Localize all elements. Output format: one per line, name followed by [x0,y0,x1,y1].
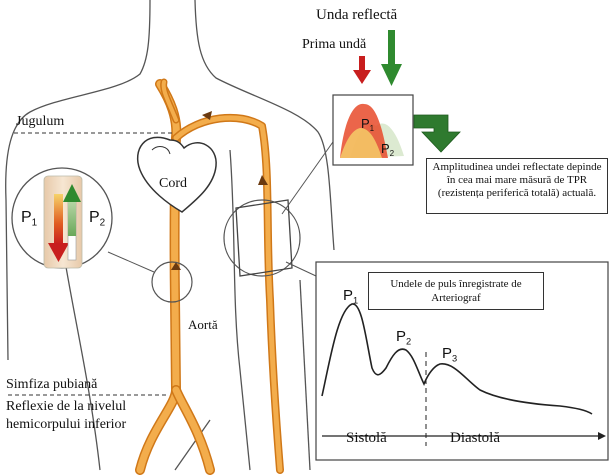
first-wave-label: Prima undă [302,38,366,52]
reflection-label-line1: Reflexie de la nivelul [6,400,126,414]
reflected-wave-arrow [381,30,402,86]
jugulum-label: Jugulum [16,115,64,129]
inset-p1-label: P1 [21,210,37,228]
aorta-label: Aortă [188,318,218,331]
inset-p2-label: P2 [89,210,105,228]
diastole-label: Diastolă [450,431,500,446]
first-wave-arrow [353,56,371,84]
symphysis-label: Simfiza pubiană [6,378,97,392]
heart-label: Cord [159,177,187,191]
wavebox-p1-label: P1 [361,117,374,133]
reflected-wave-label: Unda reflectă [316,8,397,23]
pulse-p1-label: P1 [343,288,358,306]
amplitude-note: Amplitudinea undei reflectate depinde în… [426,158,608,214]
pulse-p2-label: P2 [396,329,411,347]
pulse-panel-title: Undele de puls înregistrate de Arteriogr… [368,272,544,310]
reflection-label-line2: hemicorpului inferior [6,418,126,432]
pulse-p3-label: P3 [442,346,457,364]
systole-label: Sistolă [346,431,387,446]
green-bent-arrow [414,115,460,152]
heart-icon [138,137,216,212]
wavebox-p2-label: P2 [381,142,394,158]
